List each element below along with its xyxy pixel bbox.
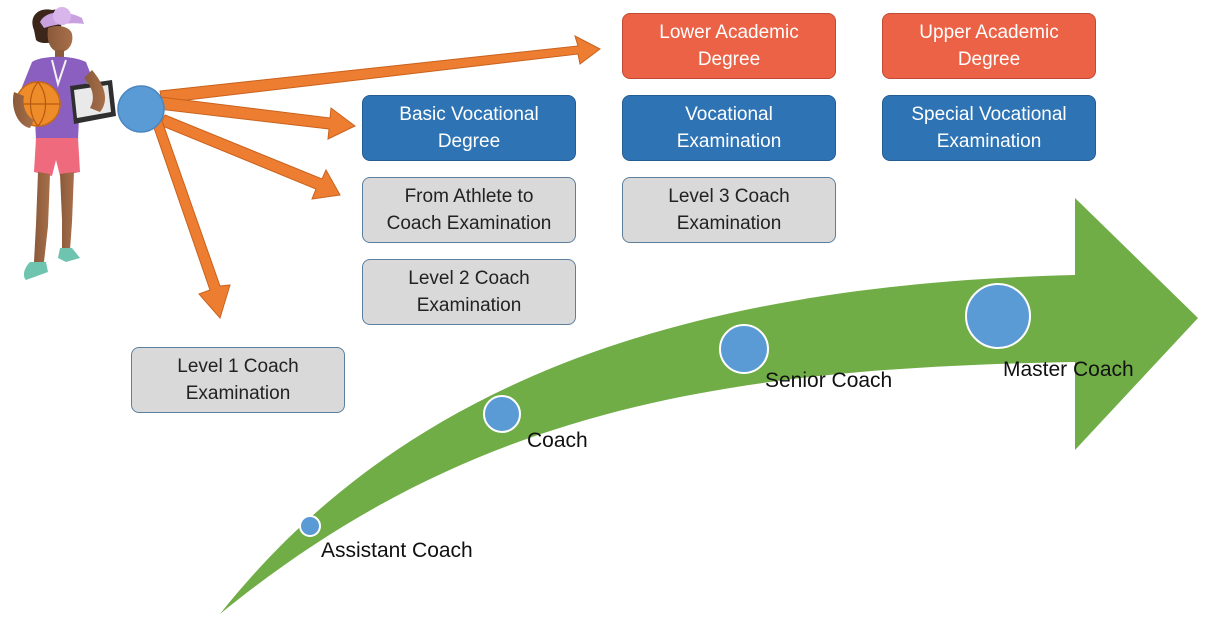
arrow-to-level1-exam [151, 117, 231, 320]
athlete-to-coach-examination-box: From Athlete to Coach Examination [362, 177, 576, 243]
orange-arrows [151, 35, 601, 320]
arrow-to-basic-vocational-degree [157, 96, 356, 140]
senior-coach-node [719, 324, 769, 374]
coach-with-clipboard-and-basketball-icon [12, 7, 116, 280]
arrow-to-lower-academic-degree [159, 35, 601, 104]
level-2-coach-examination-box: Level 2 Coach Examination [362, 259, 576, 325]
vocational-examination-box: Vocational Examination [622, 95, 836, 161]
upper-academic-degree-box: Upper Academic Degree [882, 13, 1096, 79]
career-progression-arrow [220, 198, 1198, 614]
coach-node [483, 395, 521, 433]
level-1-coach-examination-box: Level 1 Coach Examination [131, 347, 345, 413]
senior-coach-label: Senior Coach [765, 369, 893, 392]
basic-vocational-degree-box: Basic Vocational Degree [362, 95, 576, 161]
special-vocational-examination-box: Special Vocational Examination [882, 95, 1096, 161]
master-coach-label: Master Coach [1003, 358, 1134, 381]
level-3-coach-examination-box: Level 3 Coach Examination [622, 177, 836, 243]
coach-label: Coach [527, 429, 588, 452]
master-coach-node [965, 283, 1031, 349]
lower-academic-degree-box: Lower Academic Degree [622, 13, 836, 79]
coach-start-node [117, 85, 165, 133]
arrow-to-athlete-to-coach-exam [159, 114, 341, 200]
assistant-coach-label: Assistant Coach [321, 539, 473, 562]
assistant-coach-node [299, 515, 321, 537]
